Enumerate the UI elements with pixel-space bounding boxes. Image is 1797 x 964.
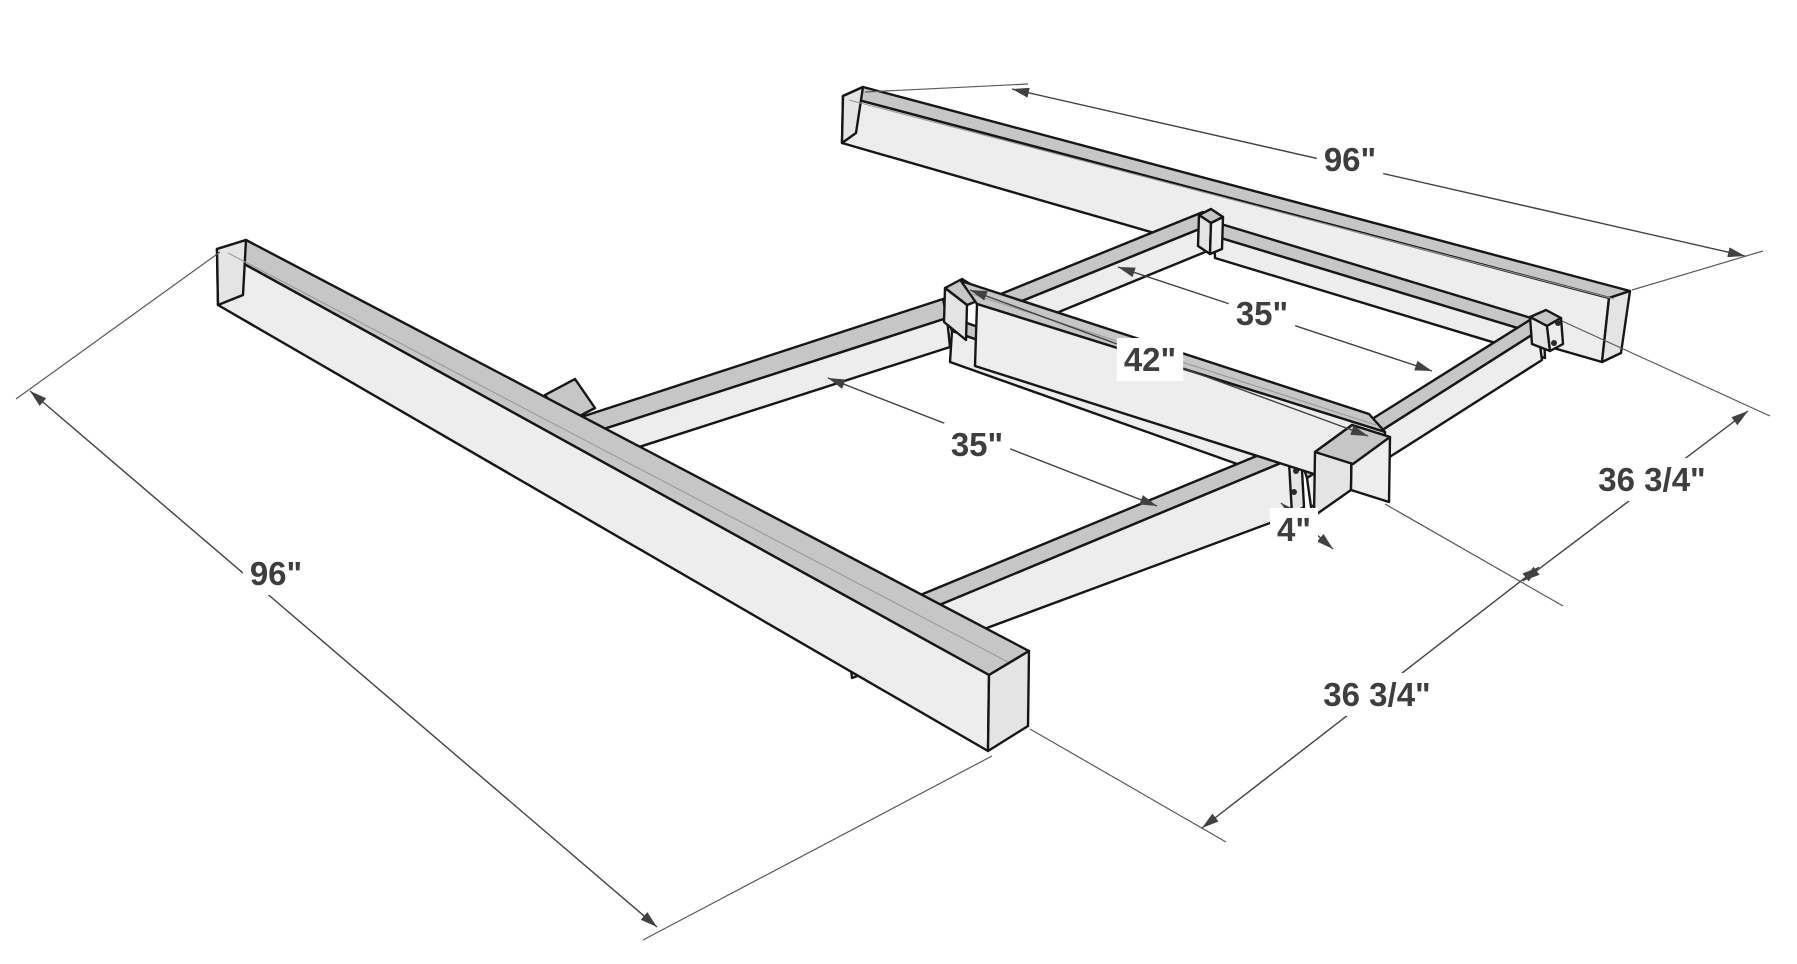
side-rail-top-topface [841,85,1632,300]
center-beam-post-topface [1313,423,1392,466]
dimension-center-gap: 4" [1270,502,1334,551]
dimension-left-rail-length: 96" [29,390,658,928]
screw [1551,340,1557,346]
side-rail-left-end-left [215,238,248,307]
dimension-annotations: 96" 96" 35" 35" 42" 4" 36 3/4" 36 3/4" [29,87,1749,928]
dimension-bottom-section-width: 36 3/4" [1201,566,1540,829]
left-section-far-rail-topface [570,297,949,440]
dimension-label-right-opening-span: 35" [1236,295,1288,332]
side-rail-left-grain-line [227,252,1009,663]
dimension-left-opening-span: 35" [827,377,1158,507]
dimension-label-center-beam-length: 42" [1124,341,1176,378]
dimension-label-bottom-section-width: 36 3/4" [1323,676,1430,713]
dimension-label-center-gap: 4" [1277,511,1311,548]
dimension-label-right-section-width: 36 3/4" [1598,461,1705,498]
dimension-right-opening-span: 35" [1117,266,1433,372]
dimension-label-left-rail-length: 96" [250,555,302,592]
screw [1291,489,1297,495]
side-rail-left [215,238,1031,753]
center-support-beam [942,277,1392,518]
dimension-center-beam-length: 42" [969,289,1369,437]
dimension-right-section-width: 36 3/4" [1522,410,1749,582]
dimension-top-rail-length: 96" [1011,87,1746,258]
side-rail-top-grain-line [848,99,1615,300]
dimension-label-top-rail-length: 96" [1324,141,1376,178]
screw [1555,320,1561,326]
side-rail-top-end-left [840,85,865,145]
side-rail-left-end-right [986,649,1031,753]
right-section-corner-post-frontface [1208,215,1225,256]
center-beam-left-end-sideface [942,286,969,342]
dimension-label-left-opening-span: 35" [951,426,1003,463]
extension-lines [15,83,1771,941]
